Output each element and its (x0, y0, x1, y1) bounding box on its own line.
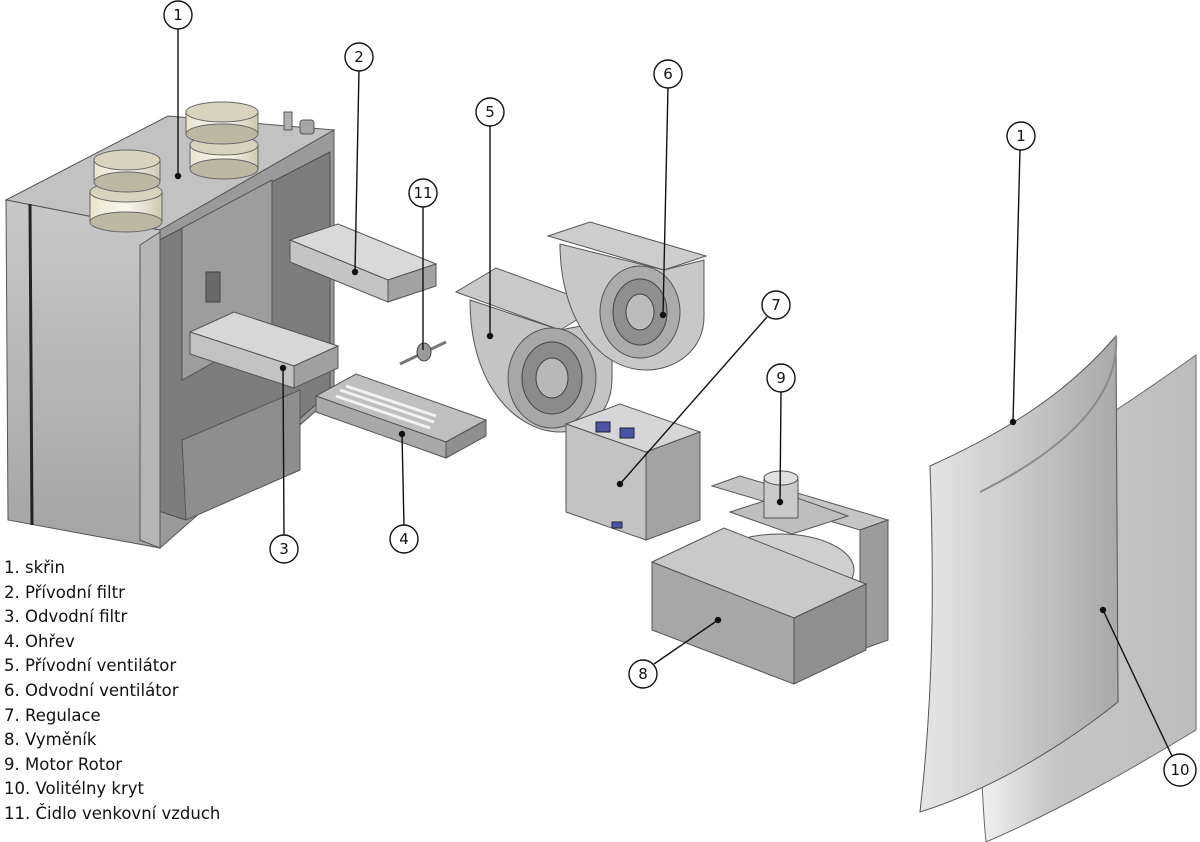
callout-4-heater: 4 (389, 524, 419, 554)
svg-text:6: 6 (663, 65, 673, 83)
svg-text:9: 9 (776, 369, 786, 387)
control-unit (564, 403, 702, 541)
svg-text:3: 3 (279, 540, 289, 558)
callout-5-supply-fan: 5 (475, 97, 505, 127)
svg-text:10: 10 (1170, 761, 1189, 779)
rotor-motor (728, 470, 850, 535)
legend-item: 4. Ohřev (4, 631, 75, 651)
svg-text:2: 2 (354, 48, 364, 66)
housing-cable-glands (283, 111, 315, 135)
legend-item: 10. Volitélny kryt (4, 779, 145, 799)
callout-11-outdoor-sensor: 11 (408, 178, 438, 208)
svg-text:8: 8 (638, 665, 648, 683)
svg-text:1: 1 (173, 6, 183, 24)
leader-lines (177, 28, 1173, 757)
housing-floor (181, 389, 301, 521)
legend-item: 11. Čidlo venkovní vzduch (4, 803, 221, 823)
callout-6-extract-fan: 6 (653, 59, 683, 89)
duct-spigot-back (185, 101, 259, 145)
housing (4, 101, 336, 550)
legend-item: 9. Motor Rotor (4, 754, 123, 774)
legend-item: 2. Přívodní filtr (4, 582, 125, 602)
svg-text:11: 11 (413, 184, 432, 202)
legend-item: 5. Přívodní ventilátor (4, 656, 177, 676)
legend-item: 6. Odvodní ventilátor (4, 680, 179, 700)
callout-1-front-panel: 1 (1006, 121, 1036, 151)
connector-block (619, 427, 635, 439)
legend-item: 1. skřin (4, 558, 65, 577)
callout-3-extract-filter: 3 (269, 534, 299, 564)
svg-text:1: 1 (1016, 127, 1026, 145)
svg-text:4: 4 (399, 530, 409, 548)
supply-filter (288, 223, 438, 303)
callout-9-rotor-motor: 9 (766, 363, 796, 393)
callout-10-optional-cover: 10 (1163, 753, 1197, 787)
housing-front-frame (139, 231, 161, 549)
heater-coil (335, 384, 437, 430)
leader-dots (174, 172, 1107, 624)
legend-item: 8. Vyměník (4, 730, 97, 750)
extract-fan (546, 221, 708, 371)
supply-fan (454, 267, 613, 433)
connector-block (611, 521, 623, 529)
callout-8-heat-exchanger: 8 (628, 659, 658, 689)
legend-item: 3. Odvodní filtr (4, 607, 128, 627)
parts-legend: 1. skřin 2. Přívodní filtr 3. Odvodní fi… (4, 556, 220, 827)
outdoor-sensor (399, 340, 447, 366)
callout-1-housing: 1 (163, 0, 193, 30)
front-panel (919, 334, 1119, 813)
duct-spigot-left (93, 149, 161, 193)
legend-item: 7. Regulace (4, 705, 101, 725)
heater (314, 373, 488, 459)
callout-2-supply-filter: 2 (344, 42, 374, 72)
housing-bracket (205, 271, 221, 303)
svg-text:5: 5 (485, 103, 495, 121)
callout-7-control: 7 (761, 290, 791, 320)
svg-text:7: 7 (771, 296, 781, 314)
extract-filter (188, 311, 340, 389)
connector-block (595, 421, 611, 433)
